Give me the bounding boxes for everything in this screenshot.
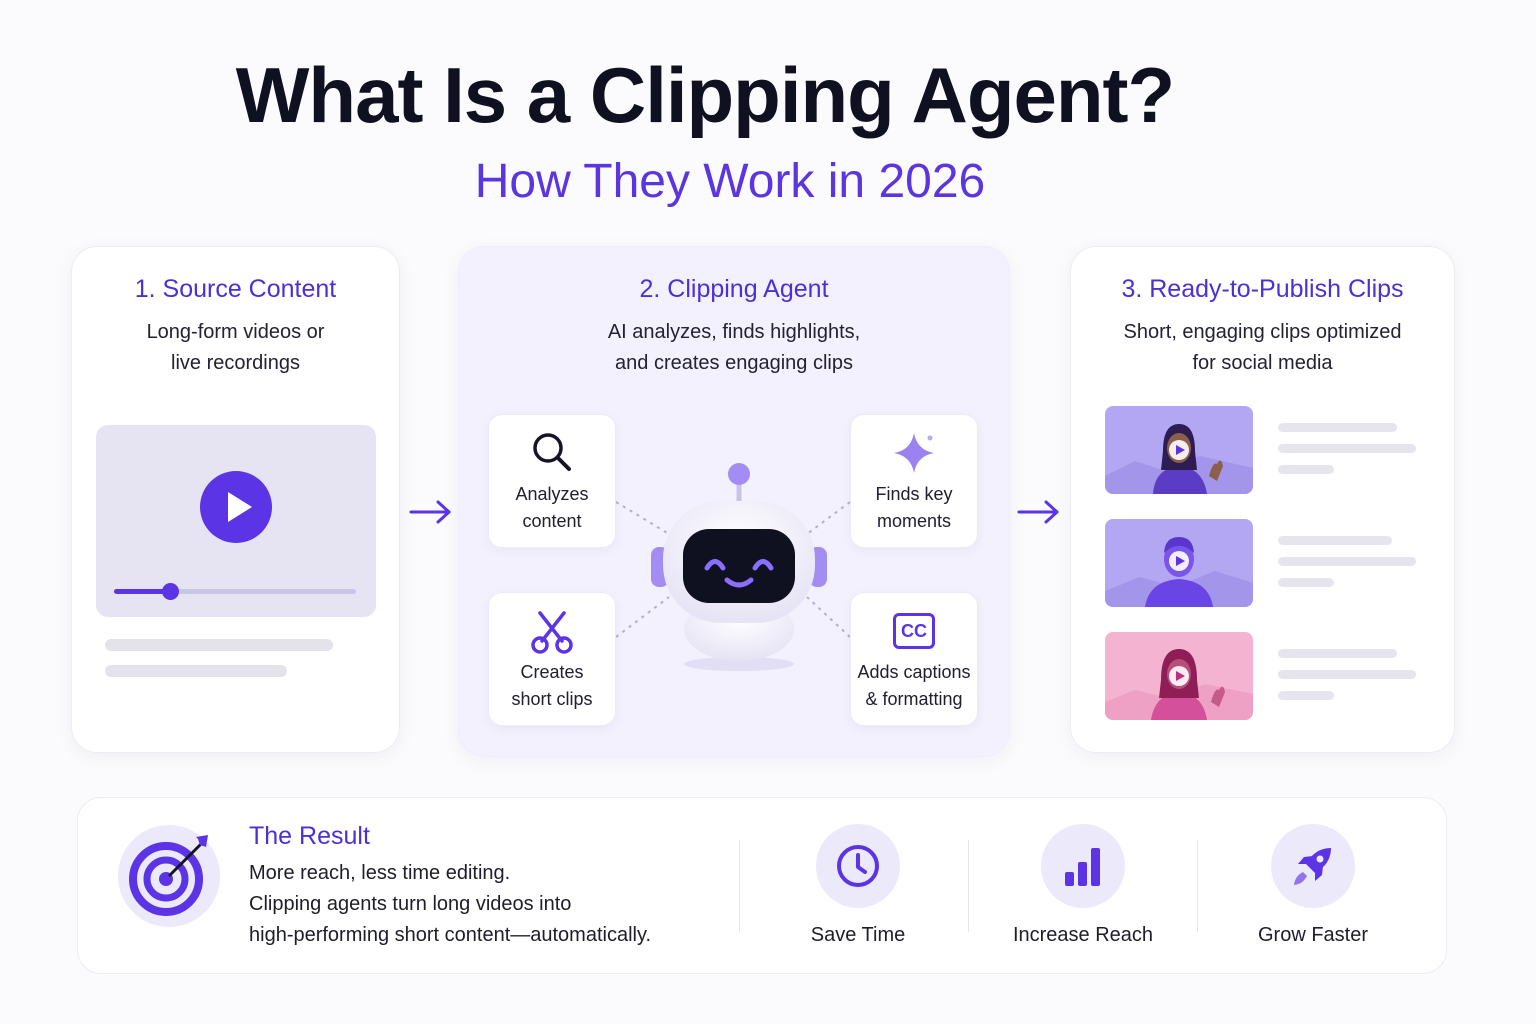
benefit-label: Increase Reach xyxy=(1012,924,1154,946)
target-icon xyxy=(129,835,208,916)
divider xyxy=(968,840,969,932)
clipping-agent-title: 2. Clipping Agent xyxy=(639,275,829,303)
feature-adds-captions: CC Adds captions & formatting xyxy=(850,592,978,726)
play-icon[interactable] xyxy=(200,471,272,543)
search-icon xyxy=(533,433,571,471)
arrow-right-icon xyxy=(409,500,451,524)
clipping-agent-description: AI analyzes, finds highlights, and creat… xyxy=(607,321,861,374)
arrow-right-icon xyxy=(1017,500,1059,524)
result-title: The Result xyxy=(249,822,370,850)
bar-chart-icon xyxy=(1065,848,1100,886)
placeholder-line xyxy=(1278,423,1397,432)
video-progress-fill xyxy=(114,589,170,594)
video-player[interactable] xyxy=(96,425,376,617)
divider xyxy=(1197,840,1198,932)
captions-icon: CC xyxy=(890,607,938,655)
rocket-icon xyxy=(1294,848,1331,885)
video-progress-bar[interactable] xyxy=(114,583,356,600)
benefit-increase-reach: Increase Reach xyxy=(983,824,1183,954)
placeholder-line xyxy=(1278,536,1392,545)
target-icon-badge xyxy=(118,825,220,927)
result-panel: The Result More reach, less time editing… xyxy=(77,797,1447,974)
placeholder-line xyxy=(105,639,333,651)
robot-icon xyxy=(651,463,827,671)
benefit-save-time: Save Time xyxy=(758,824,958,954)
placeholder-line xyxy=(1278,691,1334,700)
clip-thumbnail[interactable] xyxy=(1105,406,1253,494)
placeholder-line xyxy=(105,665,287,677)
clock-icon xyxy=(837,845,879,887)
placeholder-line xyxy=(1278,578,1334,587)
placeholder-line xyxy=(1278,649,1397,658)
clip-thumbnail[interactable] xyxy=(1105,632,1253,720)
benefit-label: Save Time xyxy=(810,924,906,946)
ready-clips-card: 3. Ready-to-Publish Clips Short, engagin… xyxy=(1070,246,1455,753)
ready-clips-title: 3. Ready-to-Publish Clips xyxy=(1121,275,1404,303)
feature-finds-key-moments: Finds key moments xyxy=(850,414,978,548)
source-content-card: 1. Source Content Long-form videos or li… xyxy=(71,246,400,753)
page-title: What Is a Clipping Agent? xyxy=(235,51,1175,139)
placeholder-line xyxy=(1278,465,1334,474)
captions-badge: CC xyxy=(893,613,935,649)
feature-analyzes-content: Analyzes content xyxy=(488,414,616,548)
placeholder-line xyxy=(1278,557,1416,566)
benefit-grow-faster: Grow Faster xyxy=(1213,824,1413,954)
scissors-icon xyxy=(531,611,573,654)
result-text: More reach, less time editing. Clipping … xyxy=(249,862,652,946)
connector-lines xyxy=(615,501,851,638)
clipping-agent-card: 2. Clipping Agent AI analyzes, finds hig… xyxy=(458,246,1010,757)
clip-thumbnail[interactable] xyxy=(1105,519,1253,607)
source-content-description: Long-form videos or live recordings xyxy=(146,321,325,374)
benefit-label: Grow Faster xyxy=(1257,924,1369,946)
placeholder-line xyxy=(1278,444,1416,453)
video-progress-handle[interactable] xyxy=(161,583,179,600)
source-content-title: 1. Source Content xyxy=(134,275,337,303)
page-subtitle: How They Work in 2026 xyxy=(474,155,986,208)
feature-creates-short-clips: Creates short clips xyxy=(488,592,616,726)
ready-clips-description: Short, engaging clips optimized for soci… xyxy=(1123,321,1402,374)
placeholder-line xyxy=(1278,670,1416,679)
divider xyxy=(739,840,740,932)
sparkle-icon xyxy=(894,433,934,473)
